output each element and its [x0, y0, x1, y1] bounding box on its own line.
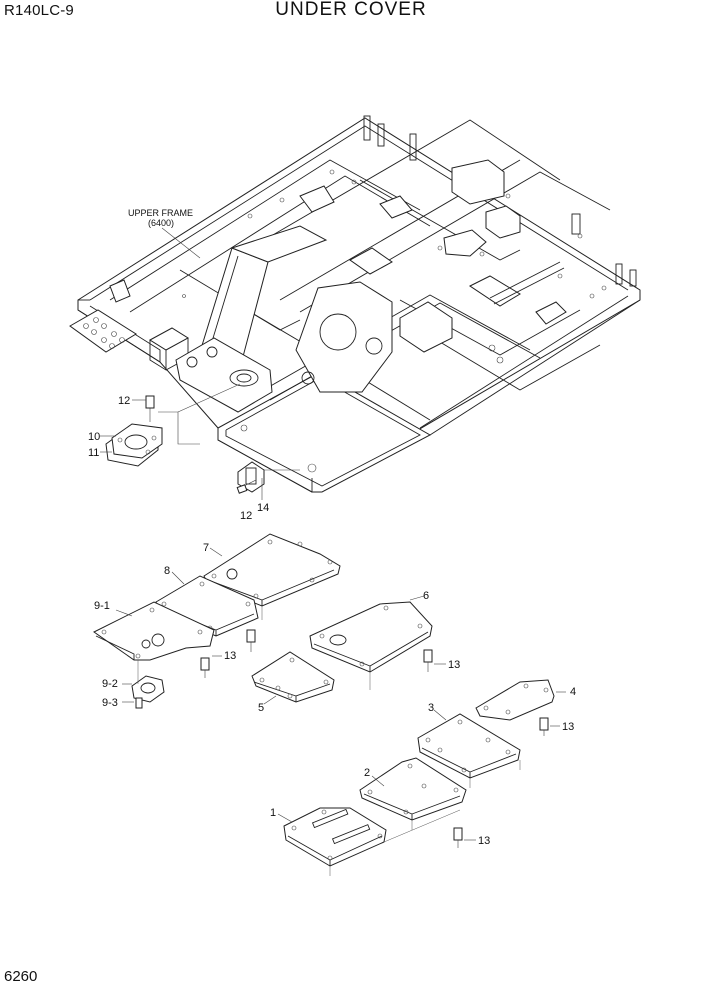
page-number: 6260 [4, 968, 38, 985]
callout-9-3: 9-3 [102, 697, 118, 709]
callout-13a: 13 [224, 650, 236, 662]
callout-2: 2 [364, 767, 370, 779]
callout-1: 1 [270, 807, 276, 819]
frame-label-line1: UPPER FRAME [128, 208, 193, 218]
callout-5: 5 [258, 702, 264, 714]
plate-9-2-bolt-9-3 [122, 675, 165, 709]
callout-12a: 12 [118, 395, 130, 407]
callout-12b: 12 [240, 510, 252, 522]
frame-label-line2: (6400) [148, 218, 174, 228]
plate-10-11-assembly [100, 395, 163, 467]
callout-13d: 13 [478, 835, 490, 847]
callout-11: 11 [88, 447, 99, 459]
cover-9-1-drawing [93, 601, 215, 661]
part-14-assembly [236, 461, 265, 500]
callout-6: 6 [423, 590, 429, 602]
cover-3-drawing [417, 709, 521, 779]
model-code: R140LC-9 [4, 2, 74, 19]
callout-9-1: 9-1 [94, 600, 110, 612]
upper-frame-drawing [69, 115, 641, 493]
page-title: UNDER COVER [275, 0, 427, 20]
bolts-13a [200, 629, 256, 678]
callout-13b: 13 [448, 659, 460, 671]
callout-13c: 13 [562, 721, 574, 733]
callout-10: 10 [88, 431, 100, 443]
callout-labels: 12 10 11 12 14 7 8 9-1 6 13 13 9-2 9-3 5… [88, 395, 576, 847]
frame-label: UPPER FRAME (6400) [128, 208, 193, 228]
callout-3: 3 [428, 702, 434, 714]
reference-lines [137, 606, 521, 876]
cover-6-drawing [309, 595, 446, 673]
callout-9-2: 9-2 [102, 678, 118, 690]
cover-2-drawing [359, 757, 476, 848]
cover-4-drawing [475, 679, 566, 736]
callout-7: 7 [203, 542, 209, 554]
callout-14: 14 [257, 502, 269, 514]
callout-4: 4 [570, 686, 576, 698]
frame-leaders [158, 227, 300, 471]
cover-5-drawing [251, 651, 335, 705]
cover-1-drawing [277, 807, 387, 867]
callout-8: 8 [164, 565, 170, 577]
